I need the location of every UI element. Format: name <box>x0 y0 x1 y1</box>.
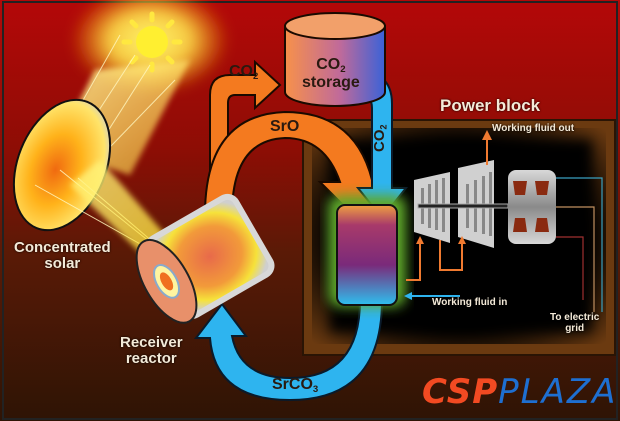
srco3-label: SrCO3 <box>272 376 319 395</box>
generator-icon <box>508 170 556 244</box>
co2-subscript-vertical: 2 <box>378 124 389 130</box>
co2-formula: CO <box>229 63 253 80</box>
to-electric-grid-line1: To electric <box>550 312 600 323</box>
co2-storage-tank <box>284 12 386 107</box>
concentrated-solar-label: Concentrated solar <box>14 240 111 272</box>
receiver-reactor-line1: Receiver <box>120 334 183 351</box>
co2-to-carbonator-label: CO2 <box>371 124 389 153</box>
co2-storage-label: CO2 storage <box>302 56 360 92</box>
srco3-subscript: 3 <box>312 383 319 395</box>
working-fluid-in-label: Working fluid in <box>432 297 508 308</box>
srco3-formula: SrCO <box>272 376 313 393</box>
co2-storage-subscript: 2 <box>340 63 346 75</box>
cspplaza-logo: CSPPLAZA <box>422 372 617 412</box>
co2-to-storage-label: CO2 <box>229 63 259 82</box>
working-fluid-lines <box>404 130 492 300</box>
receiver-reactor-line2: reactor <box>125 349 177 367</box>
receiver-reactor <box>135 193 275 324</box>
logo-plaza-text: PLAZA <box>498 372 618 412</box>
carbonator-vessel <box>328 195 406 307</box>
logo-csp-text: CSP <box>422 372 499 412</box>
concentrated-solar-line1: Concentrated <box>14 239 111 256</box>
co2-formula-vertical: CO <box>371 129 388 153</box>
receiver-reactor-label: Receiver reactor <box>120 335 183 367</box>
to-electric-grid-line2: grid <box>565 322 585 334</box>
co2-storage-formula: CO <box>316 56 341 73</box>
electric-grid-lines <box>556 177 603 312</box>
co2-storage-word: storage <box>302 73 360 91</box>
co2-subscript: 2 <box>253 70 259 82</box>
to-electric-grid-label: To electric grid <box>550 312 600 334</box>
turbine-icon <box>414 160 509 248</box>
power-block-title: Power block <box>440 96 541 115</box>
concentrated-solar-line2: solar <box>44 254 81 272</box>
focused-beam <box>70 160 170 262</box>
sro-label: SrO <box>270 118 300 135</box>
srco3-arrow <box>193 299 384 402</box>
working-fluid-out-label: Working fluid out <box>492 123 575 134</box>
